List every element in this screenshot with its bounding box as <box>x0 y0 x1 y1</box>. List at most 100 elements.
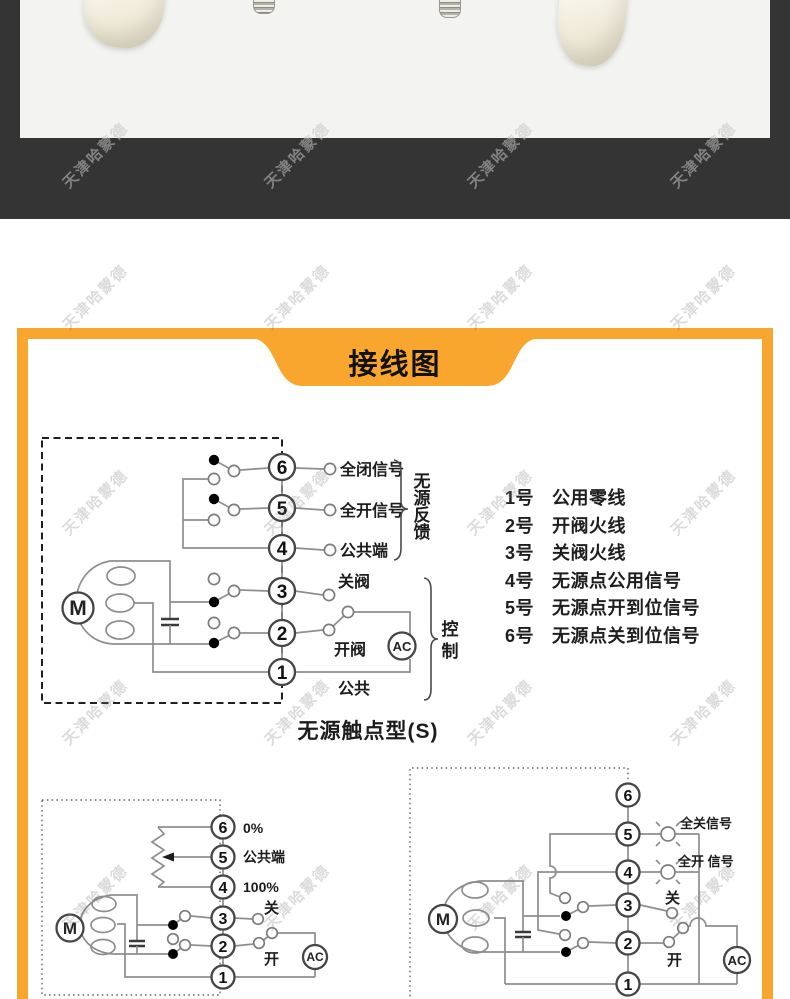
motor-coil-icon <box>106 566 136 586</box>
full-close-lamp-icon <box>655 821 681 847</box>
terminal-number: 5 <box>277 499 288 520</box>
terminal-number: 5 <box>219 850 228 867</box>
ac-label: AC <box>393 639 412 654</box>
wiring-diagram-box <box>17 328 773 999</box>
watermark-text: 天津哈蒙德 <box>59 261 132 334</box>
terminal-legend: 1号公用零线 2号开阀火线 3号关阀火线 4号无源点公用信号 5号无源点开到位信… <box>505 485 700 650</box>
actuator-boundary-dashed-box <box>41 437 283 704</box>
open-label: 开 <box>667 952 682 969</box>
full-open-signal-label: 全开 信号 <box>677 854 734 869</box>
terminal-number: 6 <box>624 788 633 805</box>
ac-source-icon <box>387 631 417 661</box>
common-terminal-label: 公共端 <box>340 541 388 560</box>
terminal-number: 2 <box>624 936 633 953</box>
feedback-group-char: 反 <box>414 506 431 525</box>
closed-contact-dot <box>208 596 220 608</box>
motor-label: M <box>63 919 77 938</box>
terminal-number: 1 <box>624 977 633 994</box>
terminal-number: 5 <box>624 827 633 844</box>
terminal-column: 6 5 4 3 2 1 <box>267 452 297 687</box>
legend-item: 3号关阀火线 <box>505 540 700 568</box>
closed-contact-dot <box>561 911 571 921</box>
full-close-signal-label: 全闭信号 <box>339 460 404 479</box>
motor-coil-icon <box>90 938 116 956</box>
legend-terminal-desc: 无源点关到位信号 <box>552 625 700 646</box>
legend-terminal-desc: 公用零线 <box>552 488 626 508</box>
banner-ribbon: 接线图 <box>251 338 539 386</box>
closed-contact-dot <box>561 947 571 957</box>
terminal-number: 3 <box>624 898 633 915</box>
motor-icon <box>61 591 95 625</box>
legend-terminal-num: 5号 <box>505 598 535 618</box>
terminal-number: 4 <box>624 865 633 882</box>
motor-coil-icon <box>461 936 489 954</box>
valve-handle-photo-right <box>553 0 631 69</box>
bottom-right-wiring-diagram: M AC 6 5 4 3 2 1 全关信号 全开 信号 关 开 <box>409 767 752 999</box>
motor-icon <box>427 903 459 935</box>
feedback-group-char: 无 <box>413 472 431 491</box>
top-wiring-diagram: M AC 6 5 4 3 2 1 全闭信号 全开信号 公共端 关阀 开阀 公共 … <box>41 437 459 704</box>
open-label: 开 <box>264 951 279 968</box>
watermark-text: 天津哈蒙德 <box>667 261 740 334</box>
ac-source-icon <box>301 943 329 971</box>
control-brace <box>423 577 439 701</box>
full-close-signal-label: 全关信号 <box>679 816 732 831</box>
product-photo-strip <box>0 0 790 219</box>
motor-coil-icon <box>90 916 116 934</box>
legend-item: 2号开阀火线 <box>505 513 700 541</box>
legend-item: 6号无源点关到位信号 <box>505 623 700 651</box>
zero-percent-label: 0% <box>243 820 264 836</box>
ac-source-icon <box>722 945 752 975</box>
legend-terminal-desc: 无源点开到位信号 <box>552 598 700 618</box>
close-label: 关 <box>264 899 279 917</box>
legend-item: 5号无源点开到位信号 <box>505 595 700 623</box>
legend-terminal-num: 6号 <box>505 625 535 646</box>
open-valve-label: 开阀 <box>334 640 366 659</box>
feedback-group-char: 馈 <box>414 522 431 542</box>
wiper-arrow-icon <box>162 852 174 862</box>
feedback-brace <box>393 459 409 561</box>
legend-item: 1号公用零线 <box>505 485 700 513</box>
closed-contact-dot <box>208 637 220 649</box>
ac-label: AC <box>306 950 324 964</box>
terminal-column: 6 5 4 3 2 1 <box>615 782 641 997</box>
ac-label: AC <box>728 953 747 968</box>
motor-label: M <box>69 597 87 620</box>
terminal-number: 1 <box>277 663 288 684</box>
close-valve-label: 关阀 <box>338 572 370 591</box>
legend-item: 4号无源点公用信号 <box>505 568 700 596</box>
motor-coil-icon <box>461 881 489 899</box>
capacitor-icon <box>515 930 531 939</box>
banner-title: 接线图 <box>348 348 441 381</box>
full-open-lamp-icon <box>655 859 681 885</box>
capacitor-icon <box>129 939 145 948</box>
terminal-number: 2 <box>219 939 228 956</box>
wiring-diagrams: M AC 6 5 4 3 2 1 全闭信号 全开信号 公共端 关阀 开阀 公共 … <box>41 437 752 999</box>
common-terminal-label: 公共端 <box>243 849 285 865</box>
legend-terminal-desc: 无源点公用信号 <box>552 570 682 591</box>
terminal-number: 3 <box>219 911 228 928</box>
closed-contact-dot <box>208 454 220 466</box>
motor-coil-icon <box>105 620 135 640</box>
terminal-number: 1 <box>219 970 228 987</box>
mounting-screw-photo-1 <box>253 0 275 14</box>
motor-coil-icon <box>105 593 135 613</box>
hundred-percent-label: 100% <box>243 879 279 895</box>
control-group-char: 控 <box>442 619 459 639</box>
terminal-number: 2 <box>277 624 288 645</box>
terminal-number: 4 <box>277 539 288 560</box>
legend-terminal-num: 2号 <box>505 515 535 536</box>
watermark-text: 天津哈蒙德 <box>464 261 537 334</box>
potentiometer-icon <box>150 826 166 888</box>
close-label: 关 <box>665 889 680 907</box>
control-group-char: 制 <box>442 641 459 661</box>
actuator-boundary-dotted-box <box>41 799 221 996</box>
motor-coil-icon <box>462 909 490 927</box>
motor-coil-icon <box>91 895 117 913</box>
banner-ribbon-shape <box>251 338 539 386</box>
top-diagram-caption: 无源触点型(S) <box>297 720 439 743</box>
photo-panel <box>20 0 770 138</box>
valve-handle-photo-left <box>78 0 170 54</box>
actuator-boundary-dotted-box <box>409 767 629 999</box>
